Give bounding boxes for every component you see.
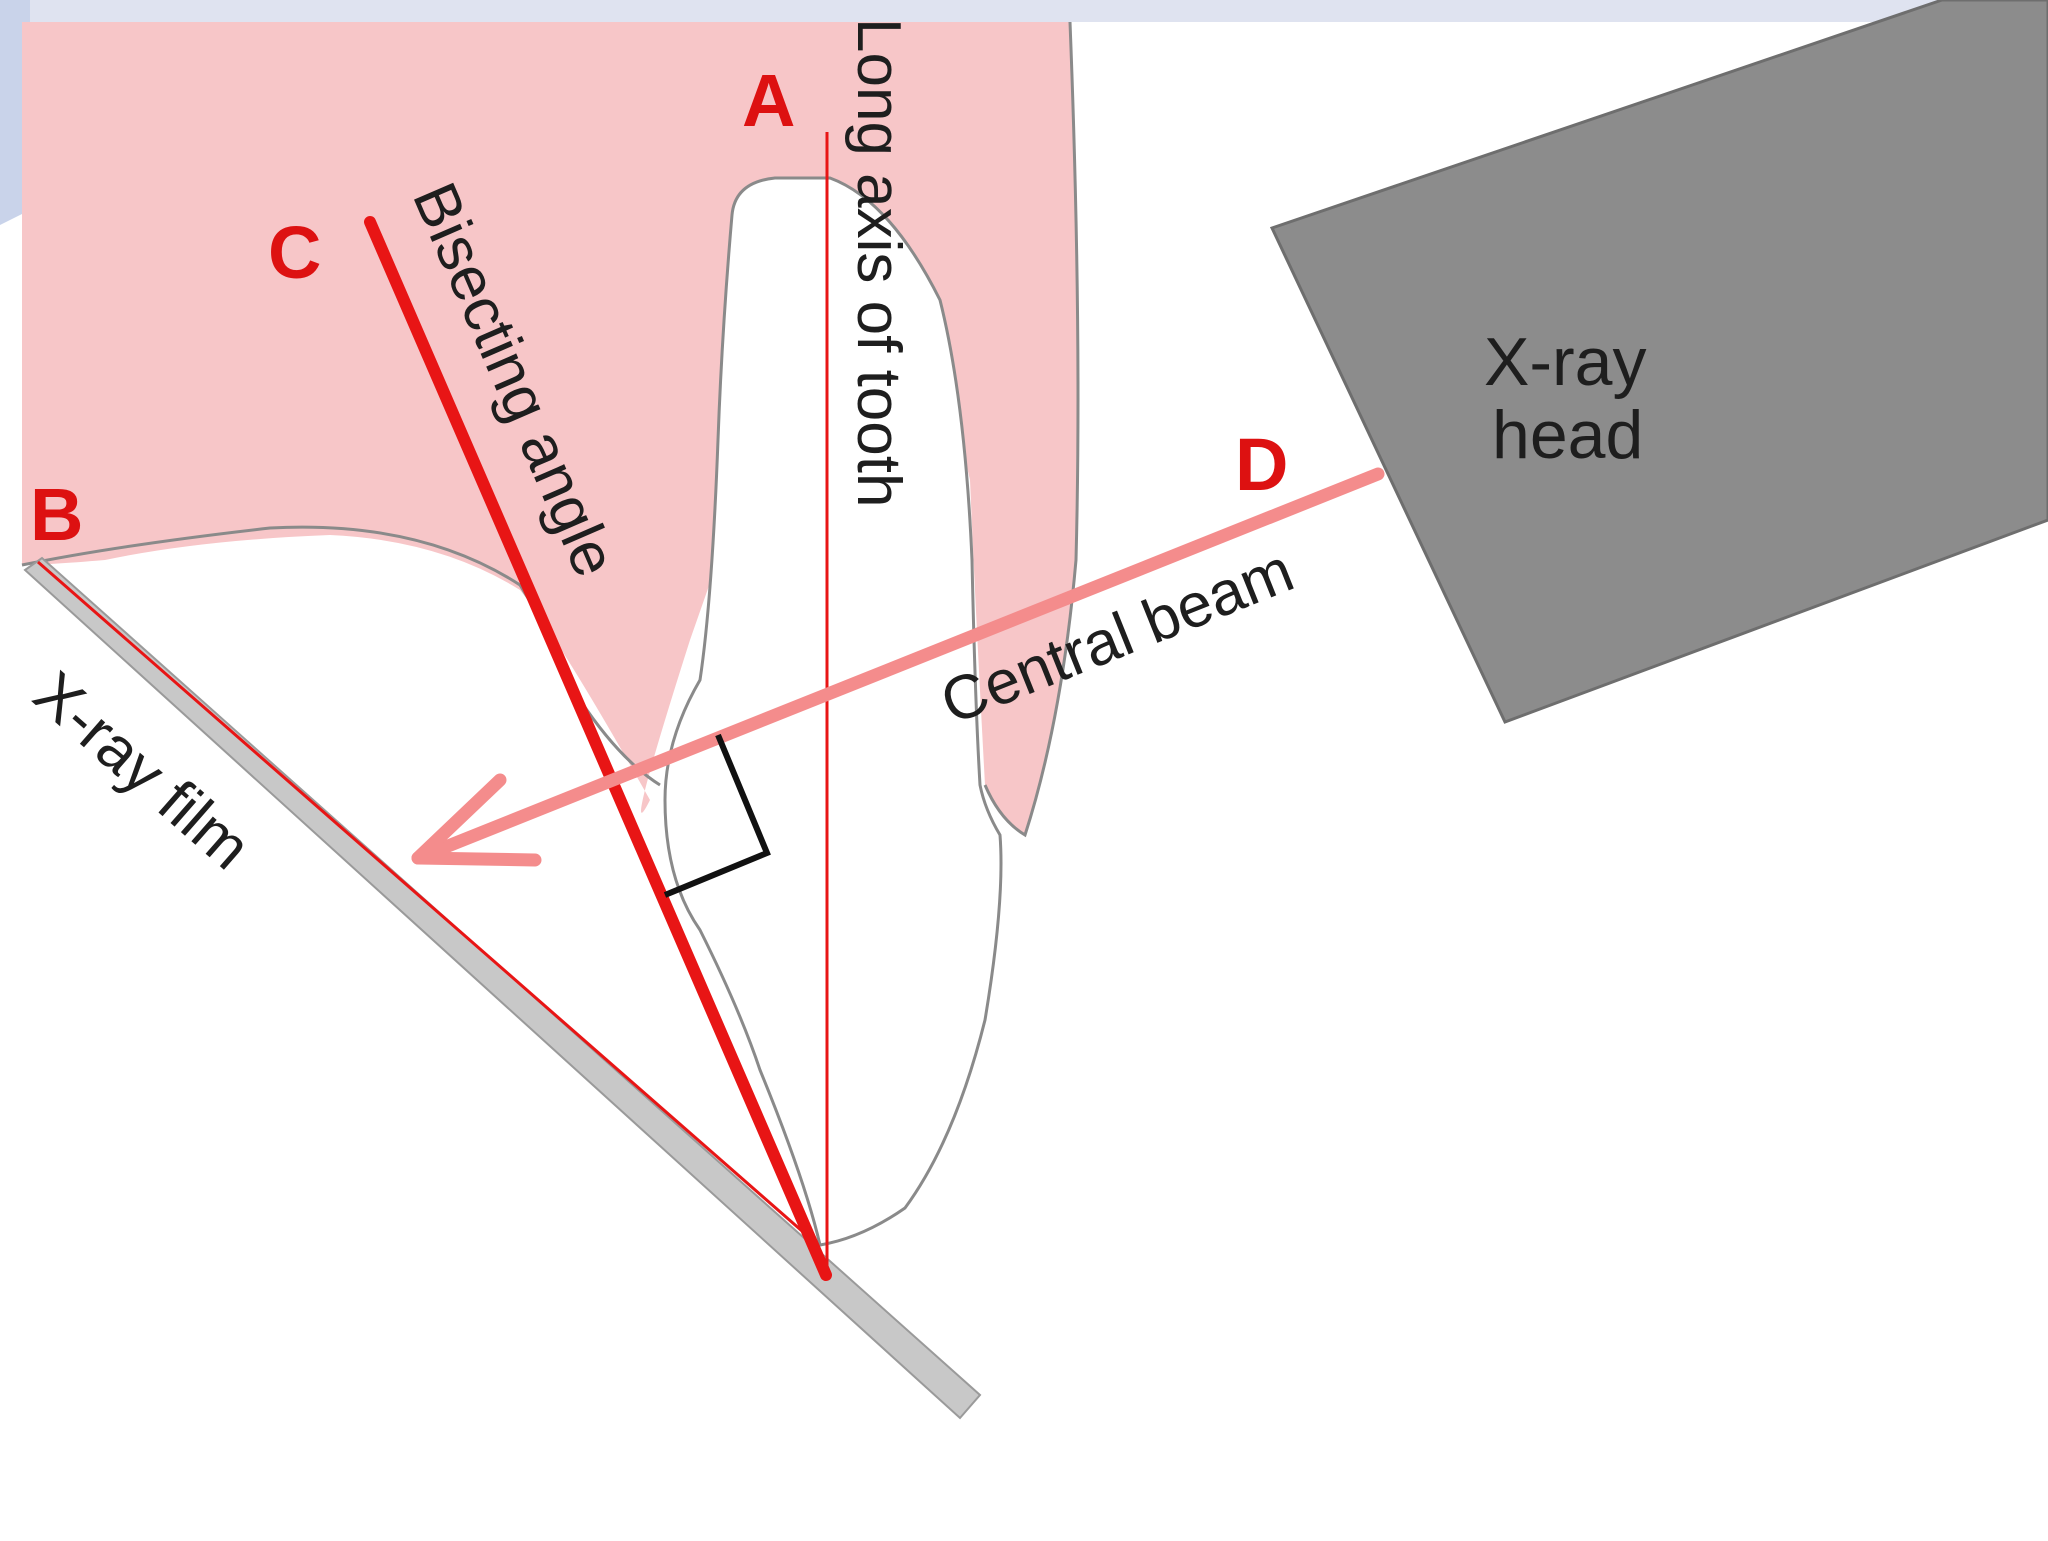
label-c: C xyxy=(268,211,321,294)
central-beam-arrowhead xyxy=(411,773,542,867)
xray-head-label-line2: head xyxy=(1492,397,1643,473)
xray-head-box xyxy=(1269,0,2048,724)
xray-film-bar xyxy=(23,556,982,1420)
soft-tissue-outline xyxy=(983,21,1080,838)
bisecting-angle-line xyxy=(364,216,832,1281)
label-a: A xyxy=(742,59,795,142)
central-beam-line xyxy=(411,467,1385,865)
right-angle-marker xyxy=(663,733,771,898)
film-plane-line xyxy=(37,560,819,1247)
label-d: D xyxy=(1235,423,1288,506)
slide-top-banner xyxy=(0,0,2048,22)
xray-film-label: X-ray film xyxy=(21,659,263,883)
xray-head-label-line1: X-ray xyxy=(1484,324,1646,400)
label-b: B xyxy=(30,473,83,556)
long-axis-label: Long axis of tooth xyxy=(844,18,913,507)
crest-outline xyxy=(21,525,661,787)
tooth-outline xyxy=(663,176,1003,1247)
